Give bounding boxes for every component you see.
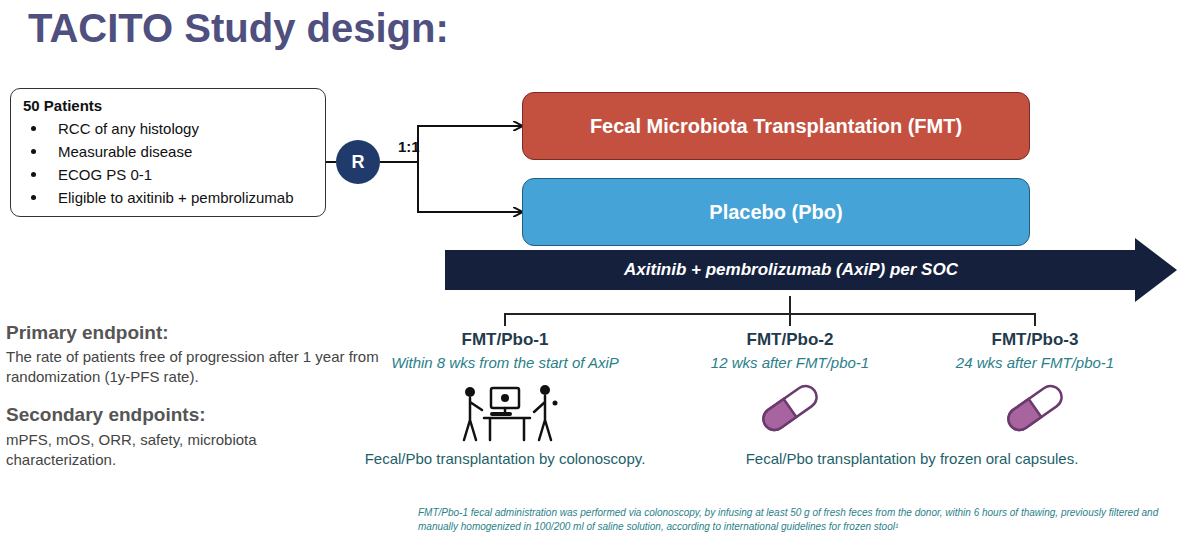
timepoint-heading: FMT/Pbo-3 [992, 330, 1079, 350]
box-heading: 50 Patients [23, 97, 315, 114]
node-text: R [352, 152, 365, 173]
timepoint-note: 24 wks after FMT/pbo-1 [956, 354, 1114, 371]
method-text: Fecal/Pbo transplantation by frozen oral… [746, 450, 1079, 467]
bullet-dot [31, 149, 36, 154]
timepoint-note: 12 wks after FMT/pbo-1 [711, 354, 869, 371]
bullet-dot [31, 126, 36, 131]
connector [380, 162, 522, 212]
capsule-icon [1004, 382, 1066, 434]
node-text: RCC of any histology [58, 120, 199, 137]
timepoint-heading: FMT/Pbo-2 [747, 330, 834, 350]
treatment-band: Axitinib + pembrolizumab (AxiP) per SOC [445, 238, 1177, 302]
arm-box: Placebo (Pbo) [522, 178, 1030, 246]
node-text: Axitinib + pembrolizumab (AxiP) per SOC [624, 260, 958, 280]
method-text: Fecal/Pbo transplantation by colonoscopy… [365, 450, 646, 467]
colonoscopy-icon [464, 385, 558, 440]
arm-box: Fecal Microbiota Transplantation (FMT) [522, 92, 1030, 160]
node-text: Placebo (Pbo) [709, 201, 842, 224]
bullet-row: ECOG PS 0-1 [23, 166, 315, 183]
node-text: Eligible to axitinib + pembrolizumab [58, 189, 294, 206]
endpoint-heading: Primary endpoint: [6, 322, 169, 344]
endpoint-text: mPFS, mOS, ORR, safety, microbiota chara… [6, 430, 306, 470]
slide-title: TACITO Study design: [28, 6, 449, 51]
connector [380, 126, 522, 162]
bullet-row: Measurable disease [23, 143, 315, 160]
endpoint-text: The rate of patients free of progression… [6, 347, 426, 387]
randomization-circle: R [336, 140, 380, 184]
connector [326, 161, 336, 163]
timeline-bracket [505, 296, 1035, 326]
bullet-row: RCC of any histology [23, 120, 315, 137]
patients-box: 50 PatientsRCC of any histologyMeasurabl… [10, 88, 326, 217]
endpoint-heading: Secondary endpoints: [6, 404, 206, 426]
ratio-label: 1:1 [398, 138, 420, 155]
node-text: Measurable disease [58, 143, 192, 160]
bullet-dot [31, 172, 36, 177]
node-text: ECOG PS 0-1 [58, 166, 152, 183]
bullet-row: Eligible to axitinib + pembrolizumab [23, 189, 315, 206]
footnote: FMT/Pbo-1 fecal administration was perfo… [418, 506, 1188, 534]
capsule-icon [759, 382, 821, 434]
timepoint-note: Within 8 wks from the start of AxiP [391, 354, 619, 371]
timepoint-heading: FMT/Pbo-1 [462, 330, 549, 350]
bullet-dot [31, 195, 36, 200]
node-text: Fecal Microbiota Transplantation (FMT) [590, 115, 962, 138]
